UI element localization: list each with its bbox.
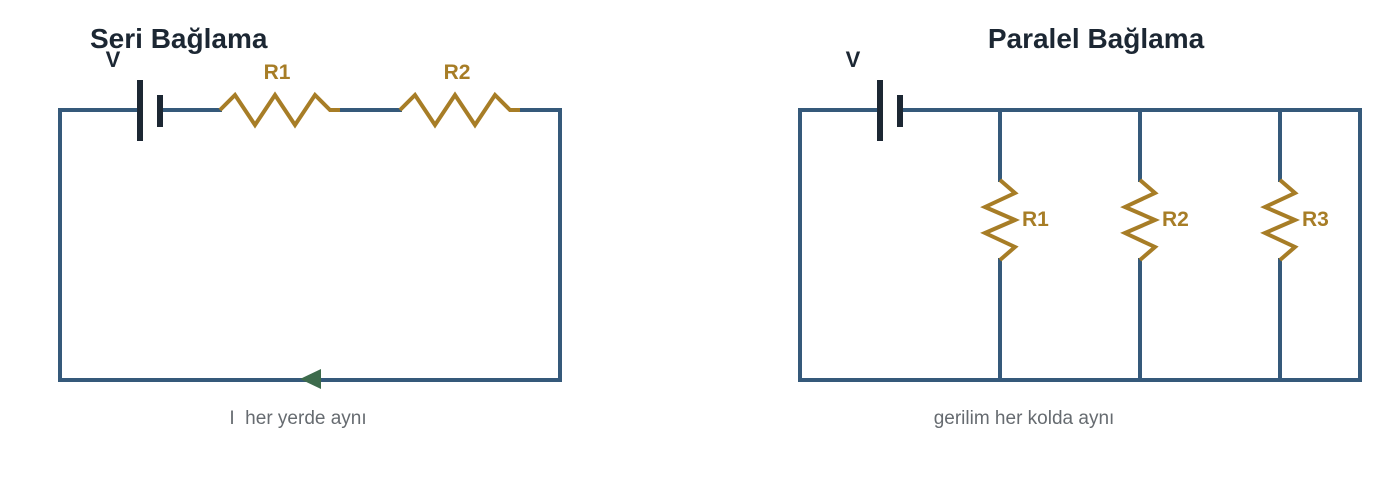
parallel-resistor-1-zigzag xyxy=(980,178,1021,262)
series-wires xyxy=(58,108,562,382)
parallel-resistor-1: R1 xyxy=(980,178,1049,262)
parallel-battery xyxy=(877,80,903,141)
parallel-source-label: V xyxy=(846,47,861,72)
series-outer-wire xyxy=(58,108,562,382)
parallel-resistor-3-zigzag xyxy=(1260,178,1301,262)
parallel-circuit: Paralel Bağlama V R1 R2 R3 xyxy=(798,23,1362,429)
parallel-resistor-2-label: R2 xyxy=(1162,208,1189,231)
parallel-resistor-3-label: R3 xyxy=(1302,208,1329,231)
parallel-outer-wire xyxy=(798,108,1362,382)
series-resistor-1: R1 xyxy=(218,61,340,129)
parallel-resistor-1-label: R1 xyxy=(1022,208,1049,231)
series-resistor-2: R2 xyxy=(398,61,520,129)
series-circuit: Seri Bağlama V R1 R2 I her yerde aynı xyxy=(58,23,562,429)
series-resistor-1-label: R1 xyxy=(264,61,291,84)
parallel-resistor-3: R3 xyxy=(1260,178,1329,262)
series-caption: I her yerde aynı xyxy=(229,408,366,429)
series-resistor-2-zigzag xyxy=(398,91,520,129)
series-resistor-1-zigzag xyxy=(218,91,340,129)
series-resistor-2-label: R2 xyxy=(444,61,471,84)
parallel-wires xyxy=(798,108,1362,382)
series-source-label: V xyxy=(106,47,121,72)
parallel-caption: gerilim her kolda aynı xyxy=(934,408,1115,429)
current-direction-arrow-icon xyxy=(300,369,321,389)
parallel-resistor-2-zigzag xyxy=(1120,178,1161,262)
parallel-resistor-2: R2 xyxy=(1120,178,1189,262)
series-battery xyxy=(137,80,163,141)
series-title: Seri Bağlama xyxy=(90,23,268,54)
parallel-title: Paralel Bağlama xyxy=(988,23,1205,54)
